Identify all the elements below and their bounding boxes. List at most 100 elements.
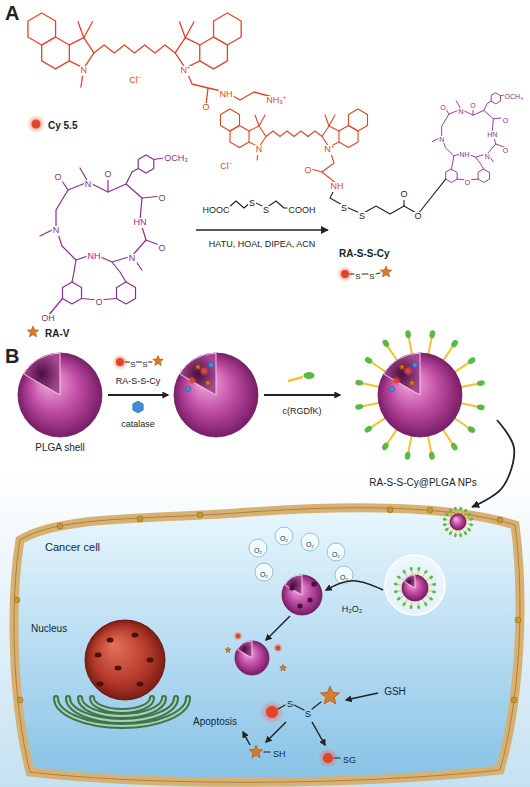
peptide-stalk <box>455 362 469 371</box>
panel-letter: B <box>4 345 20 367</box>
label-holder: O₂ <box>305 533 315 551</box>
rgd-head <box>448 508 453 513</box>
reagent-label: catalase <box>120 420 156 430</box>
label-holder: O <box>157 237 166 255</box>
rgd-head <box>394 590 398 594</box>
peptide-stalk <box>417 570 419 575</box>
indole-ring <box>69 38 94 68</box>
label-holder: Cl⁻ <box>219 155 233 173</box>
label-holder: HOOC <box>202 199 231 217</box>
label-holder: NH <box>459 143 471 161</box>
catalase-hexagon <box>413 362 418 368</box>
label-holder: S <box>262 199 270 217</box>
methyl-bond <box>329 115 335 126</box>
rgd-head <box>432 583 436 587</box>
atom-label: N⁺ <box>180 66 192 76</box>
peptide-stalk <box>461 384 478 387</box>
cyanine-structure <box>28 13 241 87</box>
rgd-head <box>469 523 473 527</box>
peptide-stalk <box>428 584 433 586</box>
cell-membrane <box>14 508 520 782</box>
methyl-bond <box>180 22 186 38</box>
sulfur-label: S <box>354 273 361 282</box>
label-holder: N <box>255 138 264 156</box>
label-holder: SH <box>272 743 287 761</box>
rgd-head <box>444 527 449 532</box>
process-arrow <box>264 394 340 396</box>
peptide-stalk <box>400 578 404 581</box>
sulfur-label: S <box>141 361 148 370</box>
atom-label: O <box>439 104 446 112</box>
label-holder: S <box>368 265 375 283</box>
label-holder: NH <box>330 175 345 193</box>
label-holder: O₂ <box>253 539 263 557</box>
rgd-head <box>429 575 434 580</box>
atom-label: N⁺ <box>323 145 335 155</box>
rgd-head <box>355 379 364 386</box>
node-label: Nucleus <box>30 623 68 634</box>
ra-star <box>399 364 405 369</box>
atom-label: HOOC <box>202 206 231 216</box>
label-holder: O <box>464 171 471 189</box>
atom-label: N <box>438 136 445 144</box>
peptide-stalk <box>465 526 468 528</box>
ra-star <box>280 665 287 671</box>
peptide-stalk <box>462 512 464 515</box>
rgd-head <box>304 372 315 379</box>
icon-bond <box>149 362 153 363</box>
plga-sphere <box>235 641 269 675</box>
ra-star <box>409 380 416 386</box>
atom-label: N <box>484 153 491 161</box>
methyl-bond <box>325 115 329 126</box>
peptide-stalk <box>446 519 450 521</box>
icon-bond <box>362 274 368 275</box>
atom-label: S <box>358 212 366 222</box>
nuclear-pore <box>107 638 114 643</box>
aromatic-ring <box>214 13 242 45</box>
label-holder: NH <box>87 245 102 263</box>
polymethine-chain <box>94 45 175 53</box>
counter-ion: Cl⁻ <box>128 76 142 86</box>
rgd-head <box>463 531 468 536</box>
peptide-stalk <box>387 346 396 360</box>
product-block: RA-S-S-Cy <box>328 84 525 290</box>
bond <box>312 702 321 709</box>
er-lumen <box>80 698 164 716</box>
label-holder: O <box>94 291 103 309</box>
process-arrow <box>266 722 286 742</box>
plga-sphere <box>450 514 466 530</box>
er-cisterna <box>56 698 188 726</box>
glow <box>273 643 283 653</box>
peptide-stalk <box>400 595 404 598</box>
bond <box>475 157 483 169</box>
rgd-head <box>476 380 485 387</box>
peptide-stalk <box>411 601 413 606</box>
rgd-head <box>463 508 468 513</box>
peptide-stalk <box>426 578 430 581</box>
label-holder: O <box>439 96 446 114</box>
peptide-stalk <box>371 362 385 371</box>
glow <box>187 376 197 386</box>
rgd-head <box>429 330 436 339</box>
label-holder: OCH₃ <box>163 147 189 165</box>
node-label: Cy 5.5 <box>47 120 78 131</box>
label-holder: SG <box>342 749 357 767</box>
er-cisterna <box>80 698 164 716</box>
label-holder: GSH <box>383 681 407 699</box>
aromatic-ring <box>42 37 70 69</box>
cutaway <box>237 641 252 658</box>
rgd-head <box>450 442 459 452</box>
peptide-stalk <box>428 590 433 592</box>
label-holder: OCH₃ <box>504 85 524 103</box>
oxygen-bubble <box>301 533 319 551</box>
reagent-label: HATU, HOAt, DIPEA, ACN <box>208 240 316 250</box>
node-text-holder: RA-S-S-Cy <box>338 243 391 261</box>
peptide-stalk <box>455 418 469 427</box>
label-holder: catalase <box>120 413 156 431</box>
polymethine-chain <box>266 131 322 137</box>
peptide-stalk <box>408 436 411 453</box>
sulfur-label: S <box>129 361 136 370</box>
ra-star <box>380 266 391 277</box>
receptor <box>137 516 143 522</box>
peptide-stalk <box>451 512 453 515</box>
